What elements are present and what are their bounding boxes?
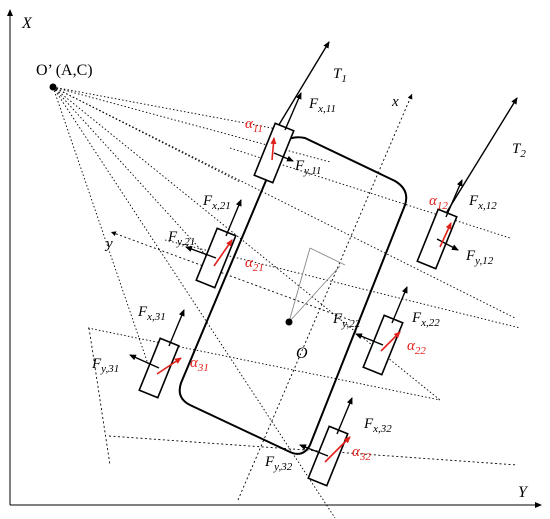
fy12-label: Fy,12 — [465, 248, 494, 267]
fx12-label: Fx,12 — [468, 193, 497, 212]
alpha31-label: α31 — [190, 355, 209, 374]
fy32-label: Fy,32 — [264, 454, 293, 473]
slip-velocity-arrows — [156, 137, 452, 463]
force-fx11-arrow — [284, 92, 302, 131]
alpha32-label: α32 — [352, 444, 371, 463]
fx32-label: Fx,32 — [363, 416, 392, 435]
velocity-link — [309, 247, 346, 266]
alpha21-label: α21 — [245, 255, 264, 274]
slip-arrow-12 — [439, 222, 452, 248]
velocity-vector-2 — [288, 265, 341, 323]
vehicle-body — [178, 136, 408, 455]
global-axes — [7, 9, 542, 508]
fy21-label: Fy,21 — [167, 229, 195, 248]
lateral-line-2 — [164, 239, 521, 329]
icr-point — [49, 83, 57, 91]
slip-arrow-22 — [380, 331, 401, 352]
ray-to-wheel-31 — [52, 86, 149, 365]
thrust-t1-arrow — [276, 41, 330, 129]
slip-arrow-21 — [213, 239, 233, 267]
center-label: O — [296, 345, 308, 362]
body-lower-line — [108, 435, 518, 466]
body-axes — [88, 93, 518, 501]
force-fx31-arrow — [168, 309, 185, 347]
thrust-arrows — [276, 41, 518, 216]
ray-to-wheel-32 — [52, 86, 336, 519]
force-fy11-arrow — [273, 152, 294, 162]
fx21-label: Fx,21 — [202, 193, 231, 212]
body-x-label: x — [391, 94, 399, 110]
fy11-label: Fy,11 — [294, 158, 321, 177]
ray-upper-1 — [52, 86, 331, 163]
wheels — [138, 122, 458, 487]
force-fy21-arrow — [185, 246, 217, 259]
t1-label: T1 — [333, 66, 347, 85]
ray-to-wheel-11 — [52, 86, 278, 130]
thrust-t2-arrow — [444, 97, 518, 216]
slip-arrow-11 — [270, 137, 277, 161]
slip-arrow-31 — [156, 357, 182, 375]
force-fy12-arrow — [436, 238, 459, 251]
longitudinal-forces — [168, 92, 463, 435]
force-fy22-arrow — [355, 333, 384, 346]
force-fx12-arrow — [445, 179, 463, 218]
force-fx22-arrow — [391, 286, 408, 324]
fx31-label: Fx,31 — [137, 304, 166, 323]
fy31-label: Fy,31 — [91, 356, 119, 375]
body-x-axis — [237, 93, 413, 501]
fx22-label: Fx,22 — [411, 310, 440, 329]
alpha12-label: α12 — [429, 193, 448, 212]
left-side-line — [88, 327, 111, 466]
global-y-label: Y — [518, 484, 529, 501]
lateral-line-3 — [87, 327, 441, 401]
force-fy31-arrow — [129, 354, 160, 369]
fy22-label: Fy,22 — [332, 311, 361, 330]
alpha22-label: α22 — [407, 338, 426, 357]
center-point — [285, 318, 293, 326]
labels: X Y x y O’ (A,C) O T1 T2 Fx,11 Fy,11 Fx,… — [21, 15, 529, 501]
velocity-sketch — [288, 247, 346, 323]
ray-to-wheel-12 — [52, 86, 516, 319]
global-x-label: X — [21, 15, 33, 32]
lateral-forces — [129, 152, 459, 457]
alpha11-label: α11 — [245, 116, 263, 135]
body-y-label: y — [104, 236, 113, 252]
fx11-label: Fx,11 — [308, 96, 336, 115]
slip-arrow-32 — [324, 436, 351, 463]
ray-to-wheel-21 — [52, 86, 213, 263]
icr-label: O’ (A,C) — [36, 62, 93, 79]
velocity-vector-1 — [288, 247, 311, 323]
force-fx21-arrow — [225, 199, 242, 237]
force-fy32-arrow — [299, 444, 329, 457]
body-y-axis — [110, 231, 351, 321]
t2-label: T2 — [512, 141, 526, 160]
force-fx32-arrow — [336, 397, 353, 435]
ray-mid-1 — [52, 86, 241, 183]
